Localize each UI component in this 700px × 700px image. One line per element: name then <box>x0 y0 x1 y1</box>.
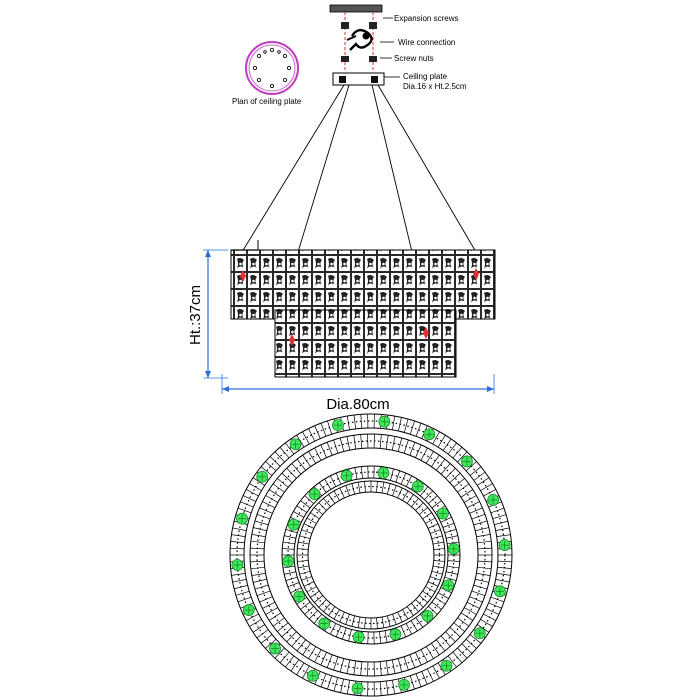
nut-left <box>341 56 349 62</box>
ceiling-plate-dims-label: Dia.16 x Ht.2.5cm <box>403 82 467 91</box>
expansion-screws-label: Expansion screws <box>394 14 458 23</box>
mounting-hardware: Expansion screws Wire connection Screw n… <box>329 4 467 91</box>
wire-connector <box>362 32 370 40</box>
red-bulb-markers <box>240 268 479 346</box>
upper-crystal-tier <box>230 249 496 320</box>
plan-inner-ring <box>248 44 296 92</box>
plan-holes <box>252 48 291 89</box>
inner-ring-inner <box>296 480 446 630</box>
diameter-dimension <box>221 374 495 394</box>
wire-connection-label: Wire connection <box>398 38 455 47</box>
lower-crystal-tier <box>274 309 457 378</box>
plate-bolt-left <box>339 76 346 83</box>
plan-label: Plan of ceiling plate <box>232 97 302 106</box>
ceiling-plate-label: Ceiling plate <box>403 72 448 81</box>
diameter-label: Dia.80cm <box>326 396 389 413</box>
screw-top-right <box>369 22 377 29</box>
outer-bulbs <box>231 415 511 695</box>
ceiling-plate-plan: Plan of ceiling plate <box>232 41 302 106</box>
screw-top-left <box>341 22 349 29</box>
wire-connection-icon <box>349 28 373 51</box>
outer-ring-inner <box>249 433 493 677</box>
screw-nuts-label: Screw nuts <box>394 54 434 63</box>
plate-bolt-right <box>371 76 378 83</box>
height-dimension <box>203 249 228 379</box>
nut-right <box>369 56 377 62</box>
height-label: Ht.:37cm <box>187 285 204 345</box>
inner-ring-outer <box>281 465 461 645</box>
chandelier-side-view <box>230 240 496 378</box>
suspension-wires <box>241 84 477 253</box>
wire-lead <box>346 35 357 41</box>
ceiling-surface <box>329 4 383 13</box>
bottom-view-rings <box>229 413 513 697</box>
inner-bulbs <box>282 467 460 643</box>
